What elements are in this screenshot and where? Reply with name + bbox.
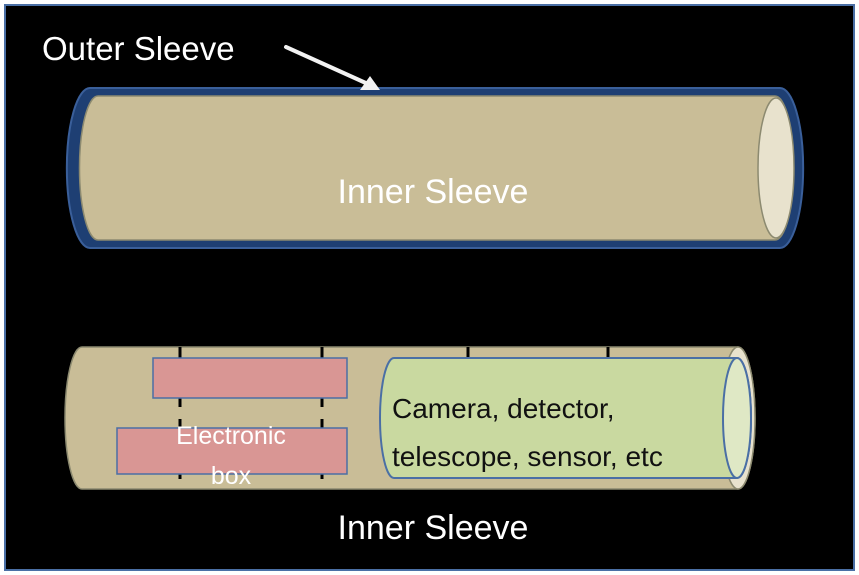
electronic-box-label-line2: box xyxy=(211,462,252,490)
payload-cylinder-end-cap xyxy=(722,357,752,479)
outer-sleeve-pointer-arrow xyxy=(284,45,380,90)
inner-sleeve-bottom-assembly xyxy=(64,346,756,490)
outer-sleeve-label: Outer Sleeve xyxy=(42,30,235,67)
inner-sleeve-top-label: Inner Sleeve xyxy=(338,173,529,211)
electronic-box-label-line1: Electronic xyxy=(176,422,286,450)
electronic-box-lower xyxy=(116,427,348,475)
inner-sleeve-top-end-cap xyxy=(757,97,795,239)
electronic-box-upper xyxy=(152,357,348,399)
payload-label-line2: telescope, sensor, etc xyxy=(392,441,663,472)
inner-sleeve-top xyxy=(78,95,795,241)
payload-label-line1: Camera, detector, xyxy=(392,393,615,424)
outer-sleeve-assembly xyxy=(65,87,805,249)
inner-sleeve-bottom-label: Inner Sleeve xyxy=(338,509,529,547)
